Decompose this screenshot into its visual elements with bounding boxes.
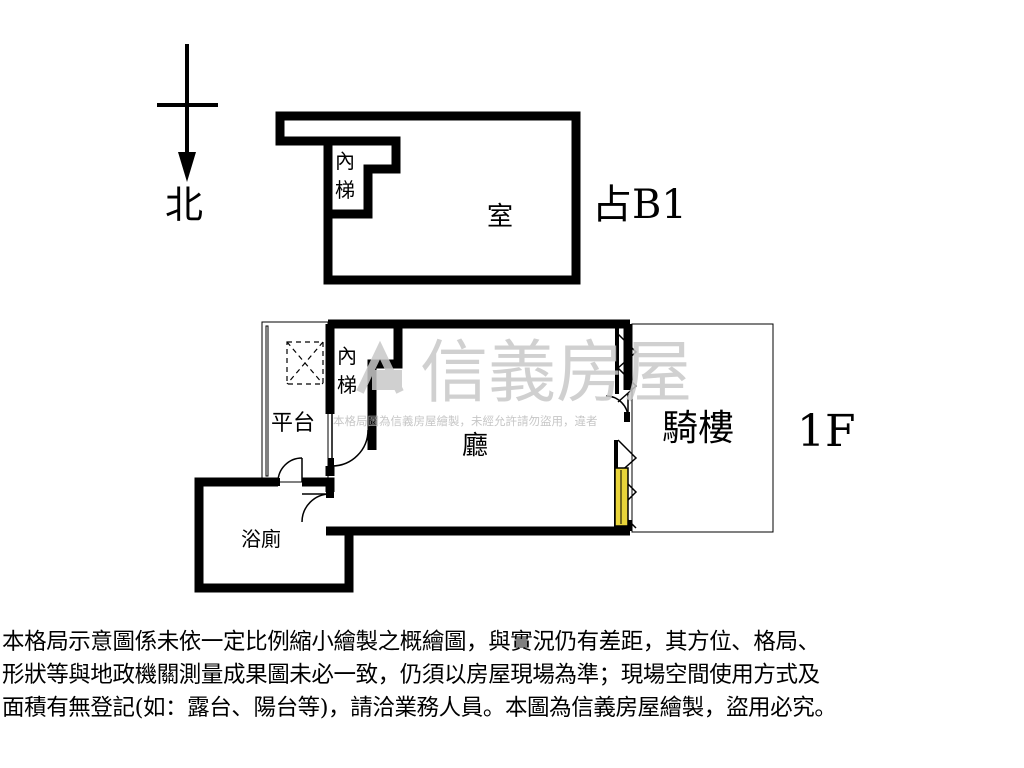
platform-label: 平台 [271,411,315,436]
compass: 北 [157,44,218,227]
f1-stair-label-2: 梯 [337,373,357,397]
front-door-swing [605,394,630,422]
b1-floor-label: 占B1 [592,182,687,228]
floor-plan: 北 內 梯 室 占B1 [157,44,856,593]
watermark-logo-icon [356,340,404,394]
watermark: 信義房屋 本格局圖為信義房屋繪製，未經允許請勿盜用，違者 [333,334,692,428]
bath-label: 浴廁 [241,527,281,551]
void-x-icon [286,341,324,385]
hall-right-wall-strip [615,324,619,394]
platform-inner-line [265,325,269,477]
bath-wall [194,477,354,593]
hall-label: 廳 [462,431,488,461]
b1-floor: 內 梯 室 占B1 [275,111,687,285]
f1-stair-label-1: 內 [337,344,357,368]
f1-floor: 內 梯 平台 廳 浴廁 騎樓 1F [194,319,856,593]
disclaimer-text: 本格局示意圖係未依一定比例縮小繪製之概繪圖，與實況仍有差距，其方位、格局、 形狀… [2,629,837,721]
bath-door-swing [272,457,303,486]
bath-wall-right [302,477,335,492]
glass-door-lines [616,333,638,403]
arcade-area [631,323,774,533]
arcade-label: 騎樓 [662,408,734,449]
b1-room-label: 室 [487,202,513,232]
compass-arrow-icon [178,152,196,182]
watermark-notice: 本格局圖為信義房屋繪製，未經允許請勿盜用，違者 [333,414,598,428]
compass-north-label: 北 [165,183,203,227]
b1-stair-label-2: 梯 [335,178,355,202]
b1-stair-label-1: 內 [335,149,355,173]
b1-stair-wall [328,136,401,219]
bath-inner-door-swing [301,490,334,523]
watermark-brand: 信義房屋 [420,334,692,413]
stair-door-swing [328,414,369,468]
f1-floor-label: 1F [797,406,856,457]
platform-area [261,321,329,483]
b1-outer-wall [275,111,581,285]
